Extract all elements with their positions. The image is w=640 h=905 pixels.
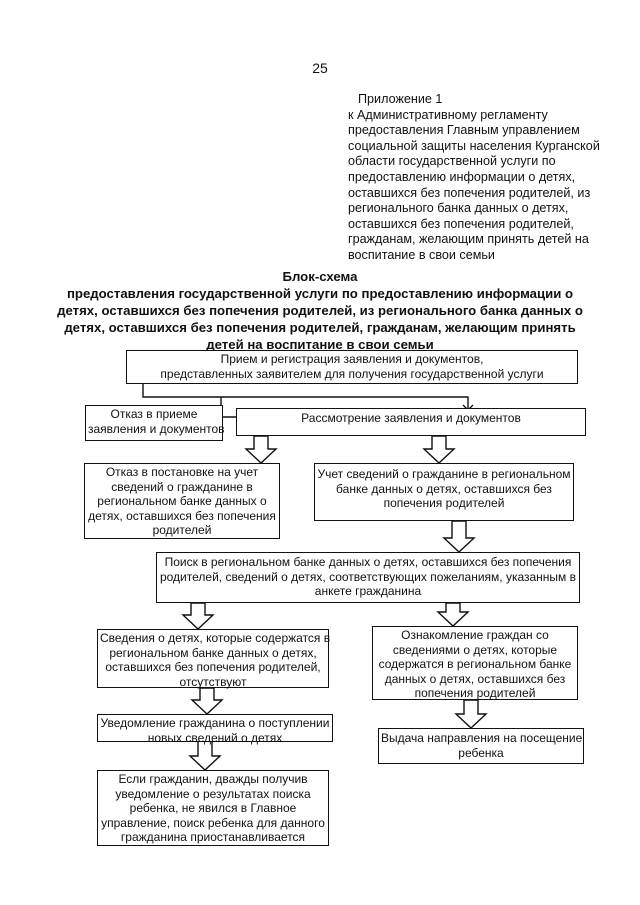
box-line: Выдача направления на посещение (381, 731, 583, 745)
box-line: Отказ в приеме (110, 407, 198, 421)
box-line: родителей (152, 523, 212, 538)
appendix-line: предоставления Главным управлением (348, 123, 580, 138)
box-line: оставшихся без попечения родителей, (105, 660, 321, 675)
appendix-line: оставшихся без попечения родителей, из (348, 185, 591, 200)
box-line: ребенка, не явился в Главное (129, 801, 297, 816)
box-line: Прием и регистрация заявления и документ… (220, 352, 484, 366)
block-arrow-icon (454, 699, 488, 729)
box-line: Отказ в постановке на учет (105, 465, 259, 479)
box-familiarization: Ознакомление граждан со сведениями о дет… (372, 626, 578, 700)
block-arrow-icon (436, 602, 470, 627)
box-line: Ознакомление граждан со (401, 628, 549, 642)
box-line: родителей, сведений о детях, соответству… (159, 569, 577, 584)
box-line: сведений о гражданине в (111, 479, 253, 494)
box-line: Сведения о детях, которые содержатся в (100, 631, 331, 645)
box-line: региональном банке данных о детях, (109, 645, 317, 660)
box-line: данных о детях, оставшихся без (384, 671, 566, 686)
appendix-block: Приложение 1 к Административному регламе… (348, 92, 618, 264)
box-line: сведениями о детях, которые (392, 642, 558, 657)
appendix-line: области государственной услуги по (348, 154, 556, 169)
box-refusal-registration: Отказ в постановке на учет сведений о гр… (84, 463, 280, 539)
appendix-heading: Приложение 1 (358, 92, 443, 106)
block-arrow-icon (442, 520, 476, 553)
appendix-line: социальной защиты населения Курганской (348, 138, 600, 153)
box-line: попечения родителей (383, 496, 505, 511)
block-arrow-icon (188, 740, 222, 771)
box-line: Рассмотрение заявления и документов (301, 411, 521, 425)
page-number: 25 (312, 60, 328, 76)
box-line: уведомление о результатах поиска (115, 786, 311, 801)
box-line: заявления и документов (88, 421, 225, 436)
box-refusal-acceptance: Отказ в приеме заявления и документов (85, 405, 225, 441)
box-notification: Уведомление гражданина о поступлении нов… (97, 714, 333, 745)
box-line: Учет сведений о гражданине в регионально… (317, 467, 571, 481)
box-line: представленных заявителем для получения … (160, 366, 544, 381)
title-line: детях, оставшихся без попечения родителе… (64, 320, 576, 335)
appendix-line: гражданам, желающим принять детей на (348, 232, 589, 247)
box-line: детях, оставшихся без попечения (88, 508, 276, 523)
box-search: Поиск в региональном банке данных о детя… (156, 552, 580, 603)
box-consideration: Рассмотрение заявления и документов (236, 408, 586, 436)
box-reception: Прием и регистрация заявления и документ… (126, 350, 578, 384)
box-suspension: Если гражданин, дважды получив уведомлен… (97, 770, 329, 846)
block-arrow-icon (190, 687, 224, 715)
box-line: гражданина приостанавливается (120, 830, 306, 845)
box-registration: Учет сведений о гражданине в регионально… (314, 463, 574, 521)
box-line: анкете гражданина (314, 584, 422, 599)
appendix-line: регионального банка данных о детях, (348, 201, 569, 216)
appendix-line: оставшихся без попечения родителей, (348, 216, 574, 231)
box-line: управление, поиск ребенка для данного (101, 815, 325, 830)
block-arrow-icon (422, 435, 456, 464)
title-line: предоставления государственной услуги по… (66, 286, 574, 301)
appendix-line: воспитание в свои семьи (348, 247, 495, 262)
box-line: отсутствуют (179, 674, 247, 689)
box-line: Если гражданин, дважды получив (118, 772, 308, 786)
box-line: региональном банке данных о (97, 494, 267, 509)
flowchart-title: Блок-схема предоставления государственно… (50, 268, 590, 353)
connector-line (142, 383, 469, 410)
block-arrow-icon (181, 602, 215, 630)
box-line: содержатся в региональном банке (378, 657, 572, 672)
block-arrow-icon (244, 435, 278, 464)
appendix-line: предоставлению информации о детях, (348, 169, 576, 184)
connector-line (220, 397, 236, 418)
title-line: детей на воспитание в свои семьи (206, 337, 434, 352)
box-referral: Выдача направления на посещение ребенка (378, 728, 584, 764)
box-line: ребенка (458, 745, 504, 760)
box-line: попечения родителей (414, 686, 536, 701)
title-line: детях, оставшихся без попечения родителе… (57, 303, 583, 318)
appendix-line: к Административному регламенту (348, 107, 548, 122)
title-line: Блок-схема (282, 269, 358, 284)
box-line: новых сведений о детях (147, 730, 283, 745)
box-line: Уведомление гражданина о поступлении (100, 716, 330, 730)
box-no-info: Сведения о детях, которые содержатся в р… (97, 629, 331, 689)
box-line: банке данных о детях, оставшихся без (336, 481, 552, 496)
box-line: Поиск в региональном банке данных о детя… (164, 555, 572, 569)
